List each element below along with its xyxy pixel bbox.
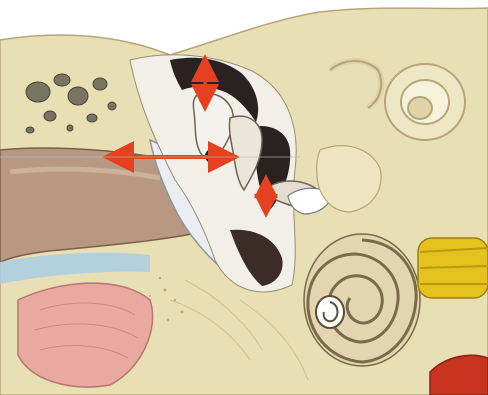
auditory-nerve bbox=[418, 238, 488, 298]
cochlea bbox=[304, 234, 420, 366]
